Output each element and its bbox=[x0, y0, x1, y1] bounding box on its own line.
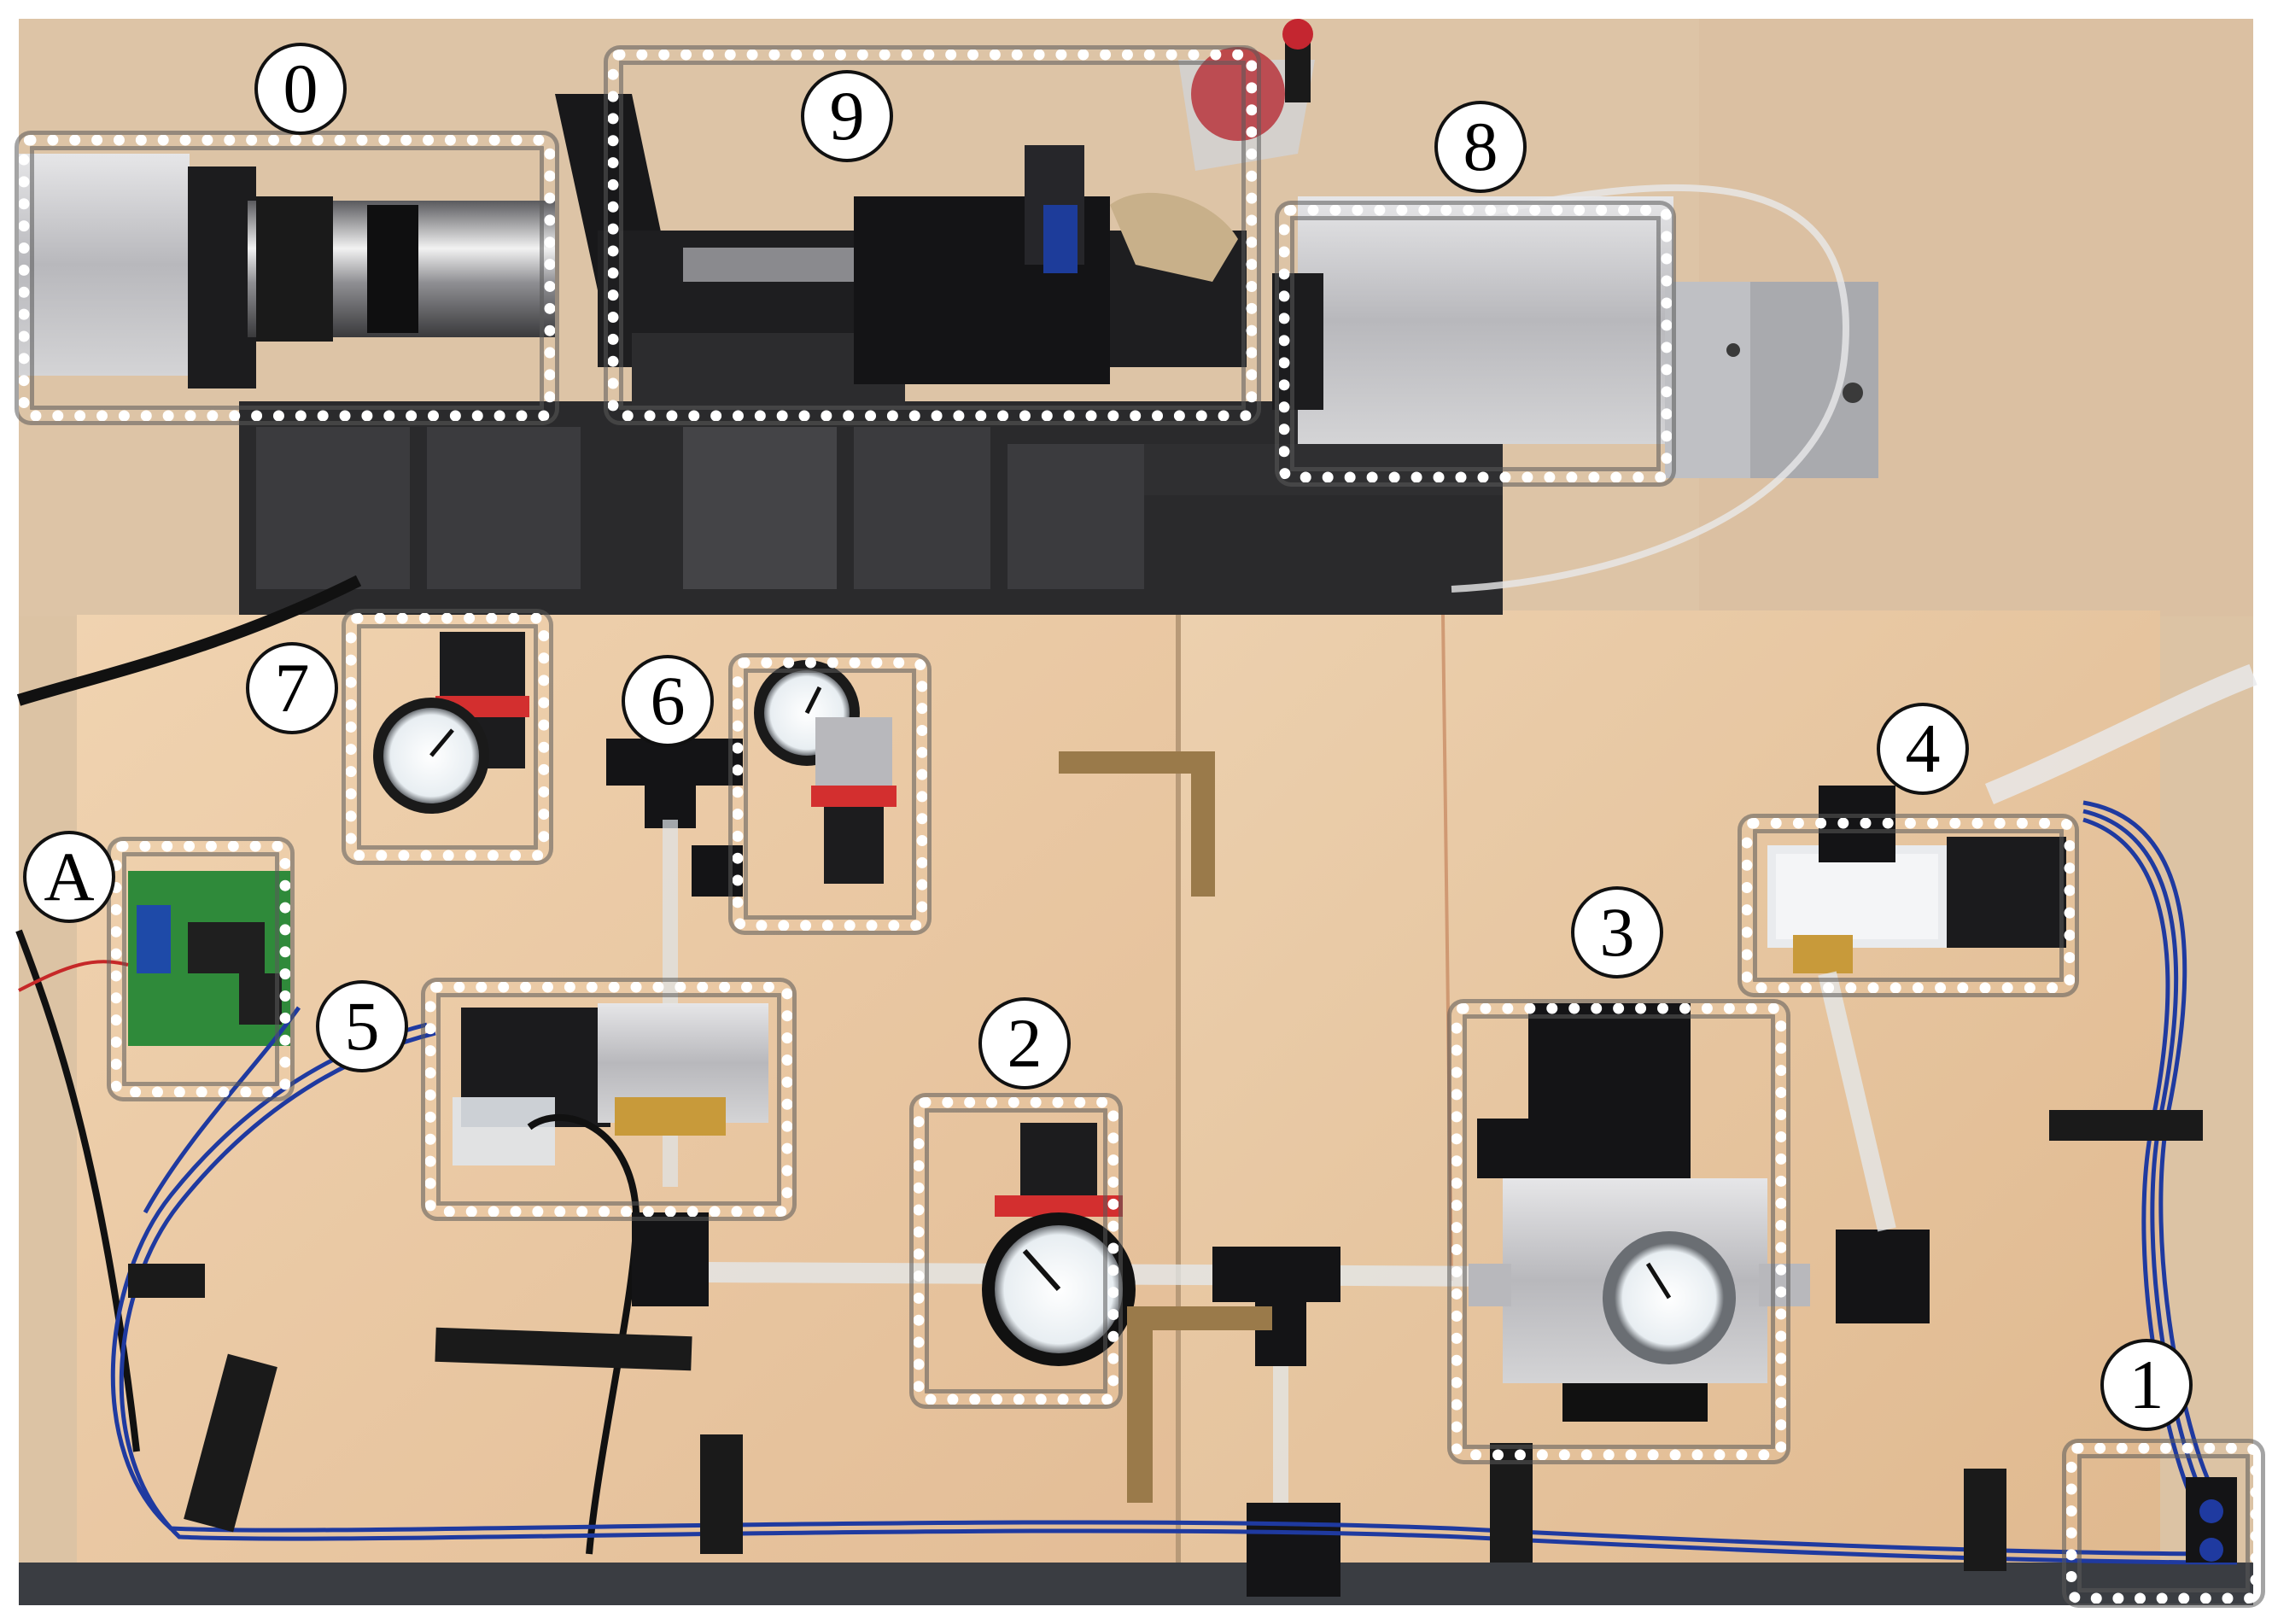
region-8 bbox=[1279, 205, 1672, 482]
region-6 bbox=[733, 657, 927, 931]
region-A bbox=[111, 841, 290, 1097]
callout-label-4: 4 bbox=[1877, 703, 1969, 795]
callout-label-0: 0 bbox=[254, 43, 347, 135]
region-9 bbox=[608, 50, 1257, 421]
region-1 bbox=[2066, 1443, 2261, 1604]
region-0 bbox=[19, 135, 555, 421]
callout-label-A: A bbox=[23, 831, 115, 923]
region-7 bbox=[346, 613, 549, 861]
callout-label-5: 5 bbox=[316, 980, 408, 1072]
callout-label-8: 8 bbox=[1434, 101, 1527, 193]
callout-label-2: 2 bbox=[978, 997, 1071, 1089]
callout-label-9: 9 bbox=[801, 70, 893, 162]
callout-label-1: 1 bbox=[2100, 1339, 2193, 1431]
callout-label-7: 7 bbox=[246, 642, 338, 734]
callout-label-3: 3 bbox=[1571, 886, 1663, 978]
region-2 bbox=[914, 1097, 1118, 1405]
region-3 bbox=[1451, 1003, 1786, 1460]
region-5 bbox=[425, 982, 792, 1217]
region-4 bbox=[1742, 818, 2075, 993]
callout-label-6: 6 bbox=[622, 655, 714, 747]
